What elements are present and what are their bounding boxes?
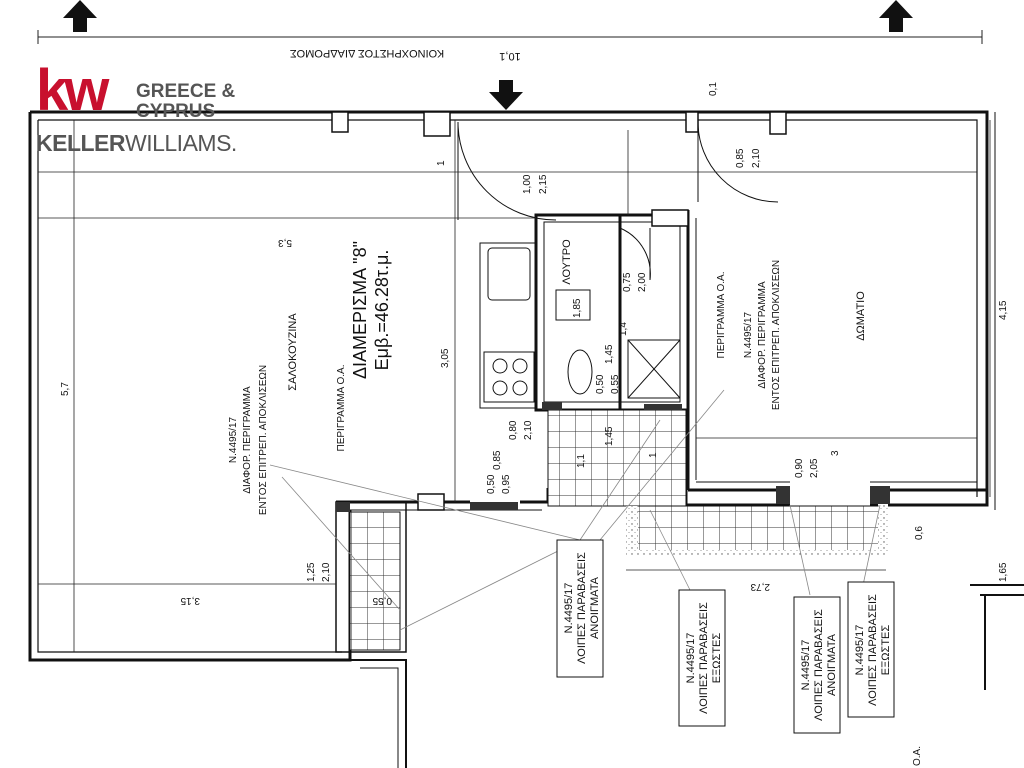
wall-recesses <box>331 111 787 511</box>
dim-w-b: 0,85 <box>492 450 503 470</box>
law-note-living-line2: ΔΙΑΦΟΡ. ΠΕΡΙΓΡΑΜΜΑ <box>242 386 253 494</box>
law-note-living-line1: Ν.4495/17 <box>228 416 239 463</box>
bath-fixtures <box>555 289 681 399</box>
dim-balcony-door-b: 2,10 <box>321 562 332 582</box>
dimension-texts: 0,1 1 5,3 5,7 3,05 3,15 1,00 2,15 0,85 2… <box>60 82 1009 766</box>
note-box-3-line3: ΑΝΟΙΓΜΑΤΑ <box>826 633 838 696</box>
dim-balcony-width: 3,15 <box>180 595 200 606</box>
dim-bed-door-a: 0,85 <box>735 148 746 168</box>
entry-arrow <box>489 80 523 110</box>
dim-hall-b: 1,45 <box>604 426 615 446</box>
note-box-2-line1: Ν.4495/17 <box>685 633 697 684</box>
room-bedroom: ΔΩΜΑΤΙΟ <box>855 291 867 341</box>
dim-overall-width: 10,1 <box>499 50 520 62</box>
dim-kitchen-door-b: 2,10 <box>523 420 534 440</box>
dim-bedroom-height: 4,15 <box>998 300 1009 320</box>
kw-mark: kw <box>36 58 109 123</box>
dim-door-entry-a: 1,00 <box>522 174 533 194</box>
dim-small-w-a: 0,50 <box>595 374 606 394</box>
kitchen-fixtures <box>479 242 537 409</box>
apartment-title: ΔΙΑΜΕΡΙΣΜΑ "8" <box>350 241 370 379</box>
dim-kitchen-door-a: 0,80 <box>508 420 519 440</box>
note-perimeter-living: ΠΕΡΙΓΡΑΜΜΑ Ο.Α. <box>336 364 347 451</box>
dim-door-entry-b: 2,15 <box>538 174 549 194</box>
dim-top-gap: 0,1 <box>708 82 719 96</box>
dim-bath-door-a: 0,75 <box>622 272 633 292</box>
logo-brand: KELLERWILLIAMS. <box>36 130 237 157</box>
note-box-3-line2: ΛΟΙΠΕΣ ΠΑΡΑΒΑΣΕΙΣ <box>813 609 825 721</box>
note-perimeter-bedroom: ΠΕΡΙΓΡΑΜΜΑ Ο.Α. <box>716 271 727 358</box>
note-box-4-line2: ΛΟΙΠΕΣ ΠΑΡΑΒΑΣΕΙΣ <box>867 594 879 706</box>
law-note-bedroom-line1: Ν.4495/17 <box>743 311 754 358</box>
dim-bed-win-a: 0,90 <box>794 458 805 478</box>
top-dimension <box>37 30 983 44</box>
note-box-2: Ν.4495/17 ΛΟΙΠΕΣ ΠΑΡΑΒΑΣΕΙΣ ΕΞΩΣΤΕΣ <box>678 589 726 727</box>
note-box-2-line3: ΕΞΩΣΤΕΣ <box>711 633 723 684</box>
note-box-1-line3: ΑΝΟΙΓΜΑΤΑ <box>589 576 601 639</box>
north-arrow-left <box>63 0 97 32</box>
dim-hall-a: 1,1 <box>576 454 587 468</box>
dim-bath-door-b: 2,00 <box>637 272 648 292</box>
room-bathroom: ΛΟΥΤΡΟ <box>561 239 573 285</box>
law-note-bedroom-line3: ΕΝΤΟΣ ΕΠΙΤΡΕΠ. ΑΠΟΚΛΙΣΕΩΝ <box>771 260 782 410</box>
note-box-4-line1: Ν.4495/17 <box>854 625 866 676</box>
door-swings <box>457 121 779 281</box>
dim-right-side: Ο.Α. <box>912 746 923 766</box>
dim-small-w-b: 0,55 <box>610 374 621 394</box>
dim-bedroom-width: 3 <box>830 450 841 456</box>
note-box-1-line2: ΛΟΙΠΕΣ ΠΑΡΑΒΑΣΕΙΣ <box>576 552 588 664</box>
balcony-tiles <box>349 409 888 651</box>
dim-bed-win-b: 2,05 <box>809 458 820 478</box>
law-note-living: Ν.4495/17 ΔΙΑΦΟΡ. ΠΕΡΙΓΡΑΜΜΑ ΕΝΤΟΣ ΕΠΙΤΡ… <box>228 365 269 515</box>
dim-far-right: 1,65 <box>998 562 1009 582</box>
dim-living-width: 5,3 <box>278 237 292 248</box>
dim-kitchen-depth: 3,05 <box>440 348 451 368</box>
logo-brand-b: WILLIAMS. <box>125 130 237 156</box>
north-arrow-right <box>879 0 913 32</box>
note-box-4-line3: ΕΞΩΣΤΕΣ <box>880 625 892 676</box>
dim-balcony-door-a: 1,25 <box>306 562 317 582</box>
logo-region-line2: CYPRUS <box>136 101 216 122</box>
dim-balcony2-width: 2,73 <box>750 581 770 592</box>
note-box-3: Ν.4495/17 ΛΟΙΠΕΣ ΠΑΡΑΒΑΣΕΙΣ ΑΝΟΙΓΜΑΤΑ <box>793 596 841 734</box>
dim-inner-one: 1 <box>436 160 447 166</box>
note-box-3-line1: Ν.4495/17 <box>800 640 812 691</box>
law-note-bedroom: Ν.4495/17 ΔΙΑΦΟΡ. ΠΕΡΙΓΡΑΜΜΑ ΕΝΤΟΣ ΕΠΙΤΡ… <box>743 260 782 410</box>
dim-w-a: 0,50 <box>486 474 497 494</box>
room-living-kitchen: ΣΑΛΟΚΟΥΖΙΝΑ <box>287 313 299 391</box>
dim-hall-c: 1 <box>648 452 659 458</box>
logo-region-line1: GREECE & <box>136 81 236 102</box>
dim-bath-width-b: 1,4 <box>618 322 629 336</box>
dimension-lines <box>38 120 991 652</box>
logo-brand-a: KELLER <box>36 130 126 156</box>
law-note-living-line3: ΕΝΤΟΣ ΕΠΙΤΡΕΠ. ΑΠΟΚΛΙΣΕΩΝ <box>258 365 269 515</box>
dim-w-c: 0,95 <box>501 474 512 494</box>
dark-walls <box>336 402 890 512</box>
note-box-4: Ν.4495/17 ΛΟΙΠΕΣ ΠΑΡΑΒΑΣΕΙΣ ΕΞΩΣΤΕΣ <box>847 581 895 718</box>
note-box-1: Ν.4495/17 ΛΟΙΠΕΣ ΠΑΡΑΒΑΣΕΙΣ ΑΝΟΙΓΜΑΤΑ <box>556 539 604 678</box>
dim-living-height: 5,7 <box>60 382 71 396</box>
dim-balcony-small: 0,55 <box>372 595 392 606</box>
law-note-bedroom-line2: ΔΙΑΦΟΡ. ΠΕΡΙΓΡΑΜΜΑ <box>757 281 768 389</box>
corridor-label: ΚΟΙΝΟΧΡΗΣΤΟΣ ΔΙΑΔΡΟΜΟΣ <box>290 47 445 59</box>
dim-bath-height: 1,85 <box>572 298 583 318</box>
note-box-2-line2: ΛΟΙΠΕΣ ΠΑΡΑΒΑΣΕΙΣ <box>698 602 710 714</box>
apartment-area: Εμβ.=46.28τ.μ. <box>372 250 392 371</box>
note-box-1-line1: Ν.4495/17 <box>563 583 575 634</box>
keller-williams-logo: kw GREECE & CYPRUS KELLERWILLIAMS. <box>36 62 256 162</box>
leader-lines <box>269 389 881 631</box>
dim-balcony2-depth: 0,6 <box>914 526 925 540</box>
dim-bath-width: 1,45 <box>604 344 615 364</box>
dim-bed-door-b: 2,10 <box>751 148 762 168</box>
